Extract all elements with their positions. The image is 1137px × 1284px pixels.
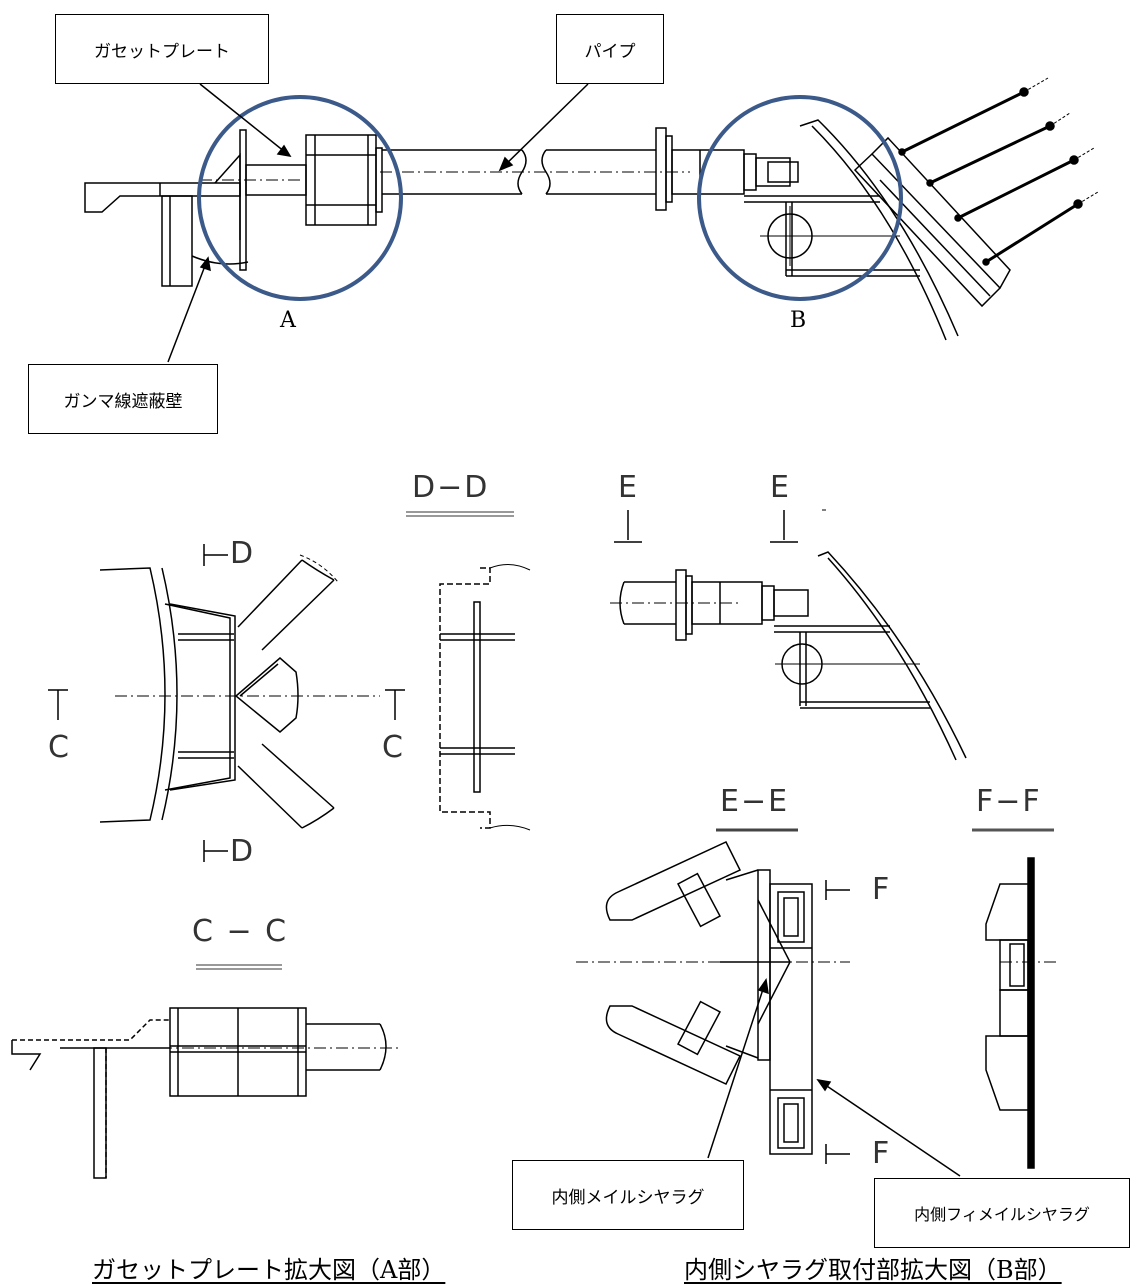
section-title-dd: D−D [412,470,490,505]
cc-section-view [11,964,400,1179]
arrow-male-lug [757,978,769,995]
section-mark-f-top: F [872,872,892,907]
callout-inner-female-shear-lug: 内側フィメイルシヤラグ [874,1178,1130,1248]
shear-lug-bracket-shape [671,149,920,277]
section-mark-e-left: E [618,470,639,505]
section-mark-d-bottom: D [230,834,256,869]
section-mark-d-top: D [230,536,256,571]
arrow-female-lug [816,1078,832,1092]
section-mark-f-bottom: F [872,1136,892,1171]
top-assembly [84,77,1099,363]
callout-pipe: パイプ [556,14,664,84]
detail-circle-b [697,95,903,301]
gamma-shield-wall-shape [84,182,249,287]
leader-pipe [499,83,589,171]
section-mark-c-left: C [48,730,71,765]
ee-section-view [576,828,850,1164]
gusset-plate-shape [200,129,377,271]
caption-left: ガセットプレート拡大図（A部） [92,1256,446,1284]
ee-elevation-view [610,509,967,761]
leader-shield [167,257,209,363]
pipe-shape [375,127,690,213]
callout-gamma-shield-wall: ガンマ線遮蔽壁 [28,364,218,434]
section-mark-e-right: E [770,470,791,505]
section-title-cc: C − C [192,914,289,949]
detail-circle-a [197,95,403,301]
detail-label-b: B [790,308,807,333]
section-title-ff: F−F [976,784,1042,819]
ff-section-view [972,828,1060,1169]
leader-female-lug [817,1079,961,1177]
gusset-plan-view [48,544,405,862]
dd-section-view [406,511,531,831]
arrow-pipe [498,156,514,172]
leader-gusset [199,83,291,157]
callout-inner-male-shear-lug: 内側メイルシヤラグ [512,1160,744,1230]
section-mark-c-right: C [382,730,405,765]
anchor-plates-shape [853,77,1099,308]
leader-male-lug [707,979,767,1159]
callout-gusset-plate: ガセットプレート [55,14,269,84]
arrow-shield [199,256,211,272]
arrow-gusset [276,144,292,158]
vessel-wall-shape [799,119,959,341]
detail-label-a: A [280,308,296,333]
section-title-ee: E−E [720,784,790,819]
caption-right: 内側シヤラグ取付部拡大図（B部） [684,1256,1062,1284]
